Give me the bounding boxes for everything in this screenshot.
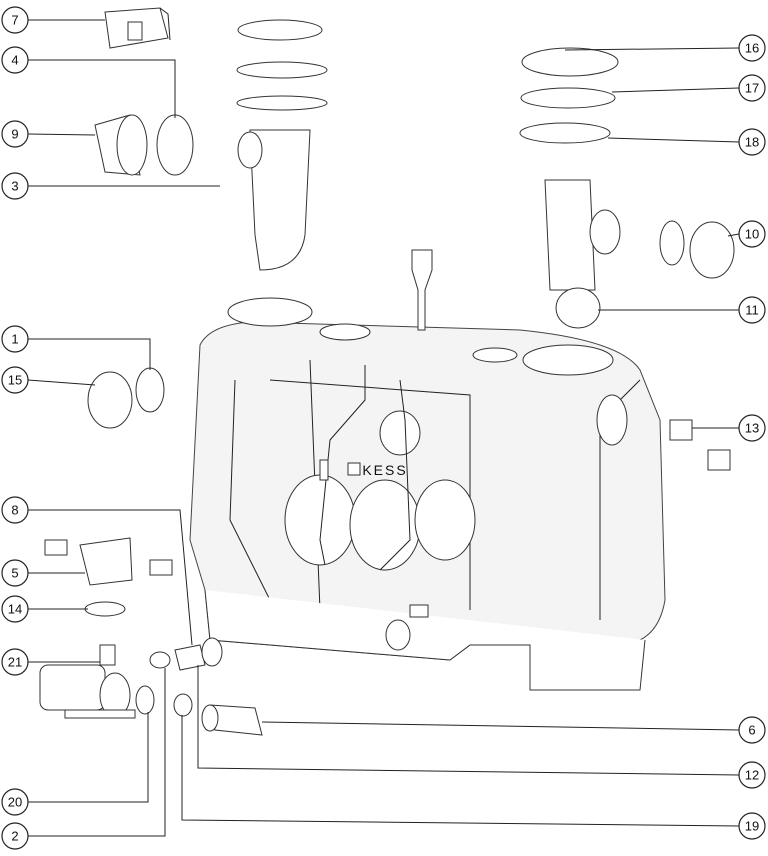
svg-text:10: 10 bbox=[745, 227, 759, 242]
callout-3: 3 bbox=[1, 172, 29, 200]
callout-19: 19 bbox=[738, 812, 766, 840]
svg-text:18: 18 bbox=[745, 135, 759, 150]
impeller bbox=[173, 693, 193, 717]
vent-pipe bbox=[544, 179, 735, 329]
svg-text:9: 9 bbox=[11, 127, 18, 142]
gate-valve bbox=[201, 704, 263, 736]
inlet-pipe bbox=[236, 19, 328, 271]
callout-15: 15 bbox=[1, 366, 29, 394]
callout-5: 5 bbox=[1, 559, 29, 587]
svg-text:15: 15 bbox=[8, 373, 22, 388]
hose-clip bbox=[149, 651, 171, 669]
cover bbox=[521, 47, 619, 77]
svg-text:1: 1 bbox=[11, 332, 18, 347]
coupling bbox=[94, 114, 148, 176]
callout-2: 2 bbox=[1, 822, 29, 850]
callout-6: 6 bbox=[738, 716, 766, 744]
callout-9: 9 bbox=[1, 120, 29, 148]
callout-20: 20 bbox=[1, 788, 29, 816]
svg-text:17: 17 bbox=[745, 81, 759, 96]
control-box bbox=[104, 7, 171, 49]
callout-8: 8 bbox=[1, 496, 29, 524]
svg-text:6: 6 bbox=[748, 723, 755, 738]
seal-ring bbox=[156, 114, 194, 176]
tank-logo-text: KESS bbox=[362, 462, 407, 478]
tank-logo: KESS bbox=[347, 462, 407, 478]
callout-18: 18 bbox=[738, 128, 766, 156]
callout-1: 1 bbox=[1, 325, 29, 353]
callout-14: 14 bbox=[1, 595, 29, 623]
callout-17: 17 bbox=[738, 74, 766, 102]
flange bbox=[87, 371, 133, 429]
svg-text:12: 12 bbox=[745, 768, 759, 783]
svg-text:14: 14 bbox=[8, 602, 22, 617]
svg-text:7: 7 bbox=[11, 13, 18, 28]
callout-11: 11 bbox=[738, 296, 766, 324]
callout-16: 16 bbox=[738, 34, 766, 62]
callout-12: 12 bbox=[738, 761, 766, 789]
check-valve bbox=[44, 537, 173, 586]
hose-clip bbox=[201, 637, 223, 667]
svg-text:8: 8 bbox=[11, 503, 18, 518]
clamp bbox=[707, 449, 731, 471]
svg-text:4: 4 bbox=[11, 53, 18, 68]
clamp-ring bbox=[520, 87, 616, 109]
callout-13: 13 bbox=[738, 414, 766, 442]
callout-10: 10 bbox=[738, 220, 766, 248]
callout-21: 21 bbox=[1, 648, 29, 676]
svg-text:16: 16 bbox=[745, 41, 759, 56]
leader-lines bbox=[27, 19, 740, 837]
svg-text:21: 21 bbox=[8, 655, 22, 670]
pump-seal bbox=[135, 685, 155, 715]
hose bbox=[174, 644, 206, 671]
callout-7: 7 bbox=[1, 6, 29, 34]
callout-4: 4 bbox=[1, 46, 29, 74]
gasket bbox=[84, 601, 126, 617]
svg-text:11: 11 bbox=[745, 303, 759, 318]
svg-text:19: 19 bbox=[745, 819, 759, 834]
clamp bbox=[669, 419, 693, 441]
svg-text:2: 2 bbox=[11, 829, 18, 844]
svg-text:13: 13 bbox=[745, 421, 759, 436]
tank-body: KESS bbox=[189, 249, 666, 691]
svg-text:3: 3 bbox=[11, 179, 18, 194]
svg-text:20: 20 bbox=[8, 795, 22, 810]
svg-text:5: 5 bbox=[11, 566, 18, 581]
pump bbox=[39, 644, 136, 719]
cover-seal bbox=[519, 122, 611, 144]
flange-seal bbox=[135, 367, 165, 413]
